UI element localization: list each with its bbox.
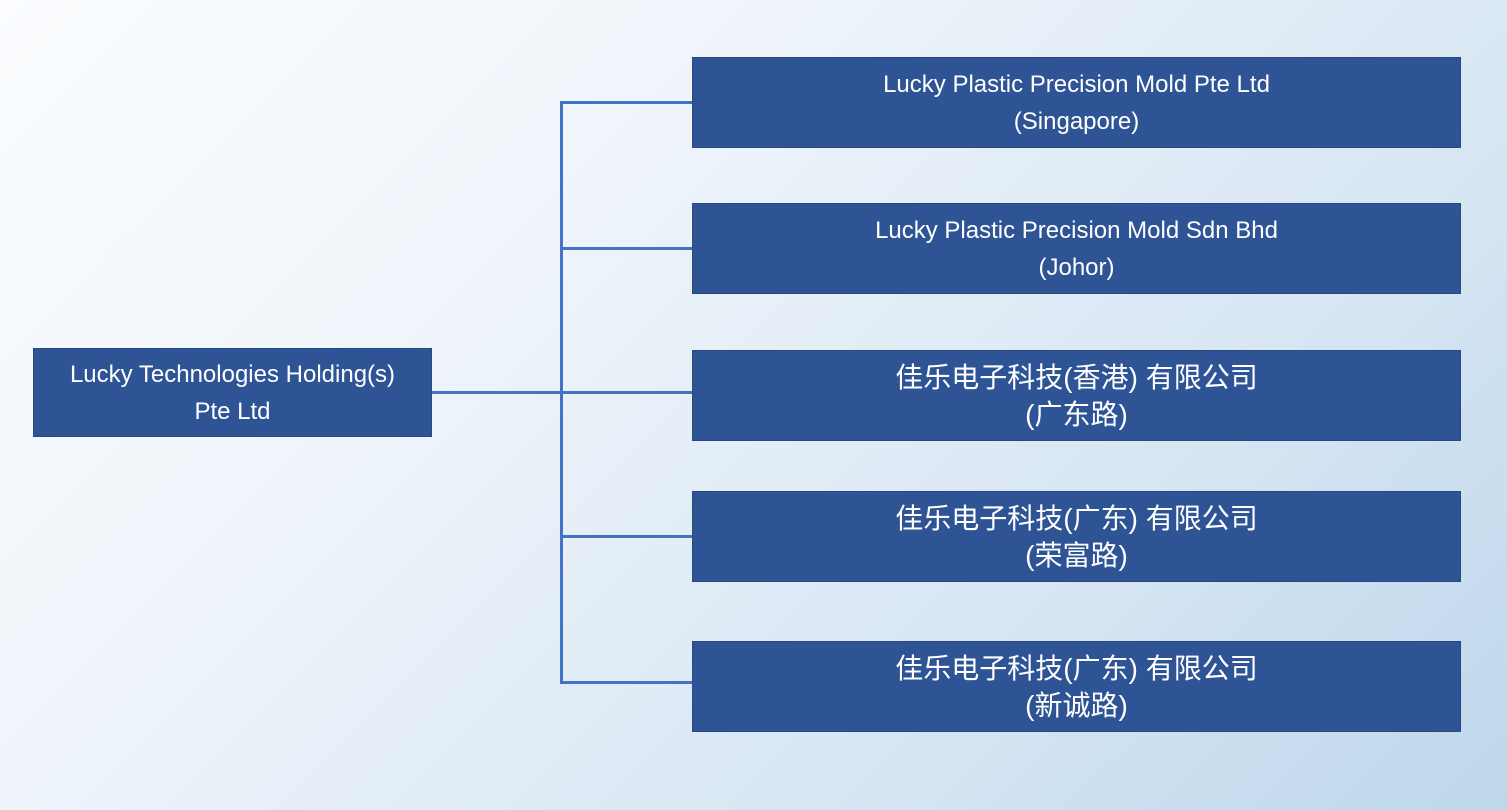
subsidiary-box-singapore[interactable]: Lucky Plastic Precision Mold Pte Ltd (Si… — [692, 57, 1461, 148]
parent-company-entity-type: Pte Ltd — [194, 397, 271, 425]
connector-branch-johor — [561, 247, 692, 250]
connector-branch-xinchenglu — [561, 681, 692, 684]
connector-branch-parent-to-guangdonglu — [432, 391, 692, 394]
subsidiary-location: (新诚路) — [1025, 689, 1128, 721]
subsidiary-name: 佳乐电子科技(香港) 有限公司 — [895, 361, 1258, 393]
subsidiary-location: (荣富路) — [1025, 539, 1128, 571]
subsidiary-name: 佳乐电子科技(广东) 有限公司 — [895, 652, 1258, 684]
subsidiary-box-johor[interactable]: Lucky Plastic Precision Mold Sdn Bhd (Jo… — [692, 203, 1461, 294]
subsidiary-name: 佳乐电子科技(广东) 有限公司 — [895, 502, 1258, 534]
parent-company-name: Lucky Technologies Holding(s) — [69, 360, 396, 388]
connector-branch-rongfulu — [561, 535, 692, 538]
subsidiary-location: (Singapore) — [1013, 107, 1140, 135]
subsidiary-name: Lucky Plastic Precision Mold Sdn Bhd — [875, 216, 1278, 244]
subsidiary-box-hongkong-guangdonglu[interactable]: 佳乐电子科技(香港) 有限公司 (广东路) — [692, 350, 1461, 441]
connector-branch-singapore — [561, 101, 692, 104]
parent-company-box[interactable]: Lucky Technologies Holding(s) Pte Ltd — [33, 348, 432, 437]
subsidiary-location: (Johor) — [1038, 253, 1115, 281]
subsidiary-name: Lucky Plastic Precision Mold Pte Ltd — [883, 70, 1270, 98]
subsidiary-box-guangdong-rongfulu[interactable]: 佳乐电子科技(广东) 有限公司 (荣富路) — [692, 491, 1461, 582]
subsidiary-box-guangdong-xinchenglu[interactable]: 佳乐电子科技(广东) 有限公司 (新诚路) — [692, 641, 1461, 732]
subsidiary-location: (广东路) — [1025, 398, 1128, 430]
